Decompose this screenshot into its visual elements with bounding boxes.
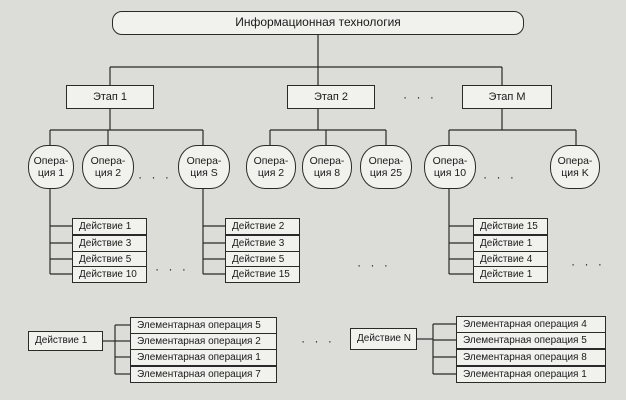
ellipsis: · · ·: [301, 334, 335, 349]
action-box: Действие 3: [225, 235, 300, 252]
operation-node: Опера- ция 8: [302, 145, 352, 189]
elementary-operation-box: Элементарная операция 1: [456, 366, 606, 383]
action-box: Действие 2: [225, 218, 300, 235]
elementary-operation-box: Элементарная операция 5: [456, 332, 606, 349]
elementary-operation-box: Элементарная операция 1: [130, 349, 277, 366]
ellipsis: · · ·: [483, 170, 517, 185]
elementary-operation-box: Элементарная операция 7: [130, 366, 277, 383]
action-box: Действие 10: [72, 266, 147, 283]
action-detail-box: Действие 1: [28, 331, 103, 351]
action-box: Действие 1: [473, 235, 548, 252]
ellipsis: · · ·: [357, 258, 391, 273]
action-box: Действие 1: [473, 266, 548, 283]
operation-node: Опера- ция 2: [82, 145, 134, 189]
stage-box-1: Этап 1: [66, 85, 154, 109]
operation-node: Опера- ция K: [550, 145, 600, 189]
elementary-operation-box: Элементарная операция 8: [456, 349, 606, 366]
ellipsis: · · ·: [155, 262, 189, 277]
operation-node: Опера- ция S: [178, 145, 230, 189]
action-box: Действие 3: [72, 235, 147, 252]
stage-box-m: Этап М: [462, 85, 552, 109]
action-box: Действие 15: [225, 266, 300, 283]
ellipsis: · · ·: [138, 170, 172, 185]
operation-node: Опера- ция 2: [246, 145, 296, 189]
elementary-operation-box: Элементарная операция 4: [456, 316, 606, 333]
operation-node: Опера- ция 10: [424, 145, 476, 189]
operation-node: Опера- ция 1: [28, 145, 74, 189]
action-box: Действие 1: [72, 218, 147, 235]
action-detail-box: Действие N: [350, 328, 417, 350]
elementary-operation-box: Элементарная операция 2: [130, 333, 277, 350]
operation-node: Опера- ция 25: [360, 145, 412, 189]
diagram-title: Информационная технология: [112, 11, 524, 35]
elementary-operation-box: Элементарная операция 5: [130, 317, 277, 334]
ellipsis: · · ·: [571, 257, 605, 272]
ellipsis: · · ·: [403, 90, 437, 105]
action-box: Действие 4: [473, 251, 548, 268]
stage-box-2: Этап 2: [287, 85, 375, 109]
action-box: Действие 15: [473, 218, 548, 235]
